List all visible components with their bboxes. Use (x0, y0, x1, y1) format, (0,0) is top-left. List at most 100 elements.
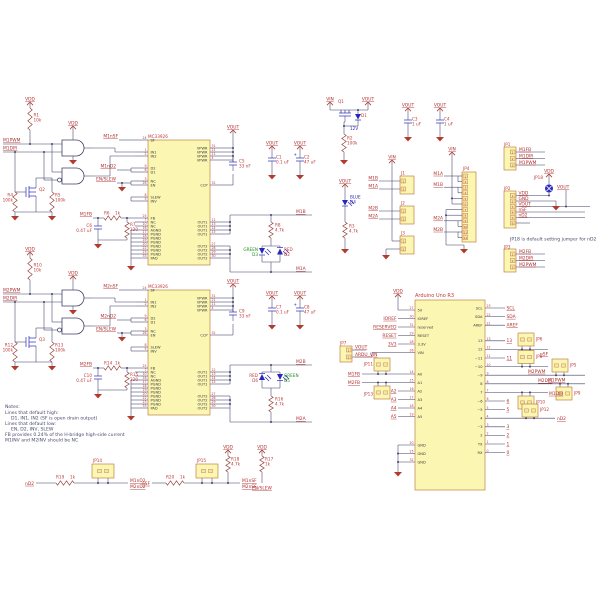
pin-name: NC (151, 179, 157, 183)
c4-ref: C4 (444, 117, 450, 122)
resistor-symbol (27, 107, 33, 131)
junction-dot (229, 379, 231, 381)
pin-name: SF (151, 288, 155, 292)
net-arduvin: ARDU_VIN (355, 352, 377, 358)
conn-pin-number: 2 (512, 259, 514, 263)
conn-pin-number: 9 (464, 219, 466, 223)
c10-val: 0.47 uF (76, 378, 92, 383)
wire (349, 199, 355, 205)
pin-number: 15 (212, 380, 216, 384)
pin-name: D2 (151, 316, 156, 320)
junction-dot (377, 373, 379, 375)
c4-val: 1 uF (444, 122, 454, 127)
conn-pin (400, 178, 406, 184)
ic-arduino-uno (414, 299, 486, 491)
r8-val: 4.7k (275, 228, 285, 233)
ground-icon (127, 416, 135, 421)
pin-number: 19 (142, 238, 146, 242)
ground-icon (436, 137, 444, 142)
junction-dot (270, 214, 272, 216)
r14-val: 1k (115, 361, 121, 366)
ground-icon (69, 310, 77, 315)
conn-pin-number: 2 (512, 199, 514, 203)
net-m2fb-a1: M2FB (348, 380, 360, 386)
junction-dot (232, 301, 234, 303)
pin-net-label: RESET (382, 333, 396, 339)
conn-pin-number: 1 (512, 252, 514, 256)
conn-pin-number: 4 (512, 210, 514, 214)
pin-name: PGND (151, 382, 162, 386)
pin-name: ~10 (475, 365, 483, 369)
pin-number: 0 (487, 449, 489, 453)
pin-name: VPWR (197, 154, 208, 158)
pin-number: 27 (212, 392, 216, 396)
conn-pin-number: 2 (348, 355, 350, 359)
r4-val: 100k (3, 198, 14, 203)
pin-name: OUT1 (198, 382, 208, 386)
conn-pin (510, 258, 516, 263)
junction-dot (567, 382, 569, 385)
r6-ref: R6 (104, 211, 110, 216)
net-m1a-j1: M1A (368, 184, 378, 190)
conn-pin-number: 12 (464, 236, 468, 240)
r15-val: 220 (130, 377, 138, 382)
ic1-ref: MC33926 (148, 134, 168, 139)
jumper-pad (201, 469, 206, 473)
resistor-symbol (124, 221, 130, 239)
power-net-label: VOUT (434, 103, 447, 109)
net-vdd-jp2: VDD (519, 190, 529, 196)
jp9-ref: JP9 (573, 391, 581, 396)
pin-number: 21 (212, 148, 216, 152)
cap-polarity: + (294, 152, 298, 157)
jumper-pad (524, 408, 529, 413)
pin-name: NC (151, 374, 157, 378)
conn-pin-number: 2 (402, 187, 404, 191)
wire (347, 201, 353, 207)
jumper-pad (561, 363, 566, 368)
pin-name: RX (478, 451, 483, 455)
motor1-logic-wires (3, 130, 135, 262)
pin-number: 33 (142, 254, 146, 258)
conn-pin (346, 347, 352, 353)
junction-dot (521, 365, 523, 368)
junction-dot (43, 151, 45, 153)
junction-dot (270, 364, 272, 366)
notes-line: D1, IN1, IN2 (SF is open drain output) (11, 416, 97, 422)
net-enslew-m2: EN/SLEW (96, 327, 117, 333)
jp3-ref: JP3 (503, 245, 511, 250)
conn-pin-number: 1 (402, 179, 404, 183)
r16-ref: R16 (275, 397, 284, 402)
pin-number: 12 (212, 368, 216, 372)
pin-number: 12 (487, 346, 491, 350)
power-net-label: VOUT (227, 125, 240, 131)
pin-number: 3 (144, 177, 146, 181)
pin-name: SDA (475, 315, 483, 319)
r18-ref: R18 (231, 457, 240, 462)
r13-ref: R13 (55, 343, 64, 348)
pin-net-label: 11 (507, 355, 513, 361)
junction-dot (357, 109, 359, 111)
power-icon (296, 295, 304, 300)
pin-number: 23 (142, 250, 146, 254)
ground-icon (11, 366, 19, 371)
pin-name: 12 (478, 348, 483, 352)
pin-number: 23 (142, 400, 146, 404)
pin-name: ~9 (477, 374, 483, 378)
jp10-ref: JP10 (535, 400, 545, 405)
jumper-pad-blocks (91, 332, 573, 479)
ground-icon (118, 337, 126, 342)
pin-number: 33 (142, 404, 146, 408)
power-icon (224, 449, 232, 454)
c6-val: 0.47 uF (76, 228, 92, 233)
net-m1pwm-jp1: M1PWM (519, 160, 537, 166)
pin-name: CCP (200, 183, 208, 187)
ground-icon (11, 216, 19, 221)
jp13-ref: JP13 (363, 392, 373, 397)
d6-ref: D6 (252, 378, 258, 383)
jumper-block (373, 385, 391, 400)
pin-name: A4 (418, 406, 423, 410)
power-icon (26, 101, 34, 106)
jumper-block (521, 403, 539, 418)
